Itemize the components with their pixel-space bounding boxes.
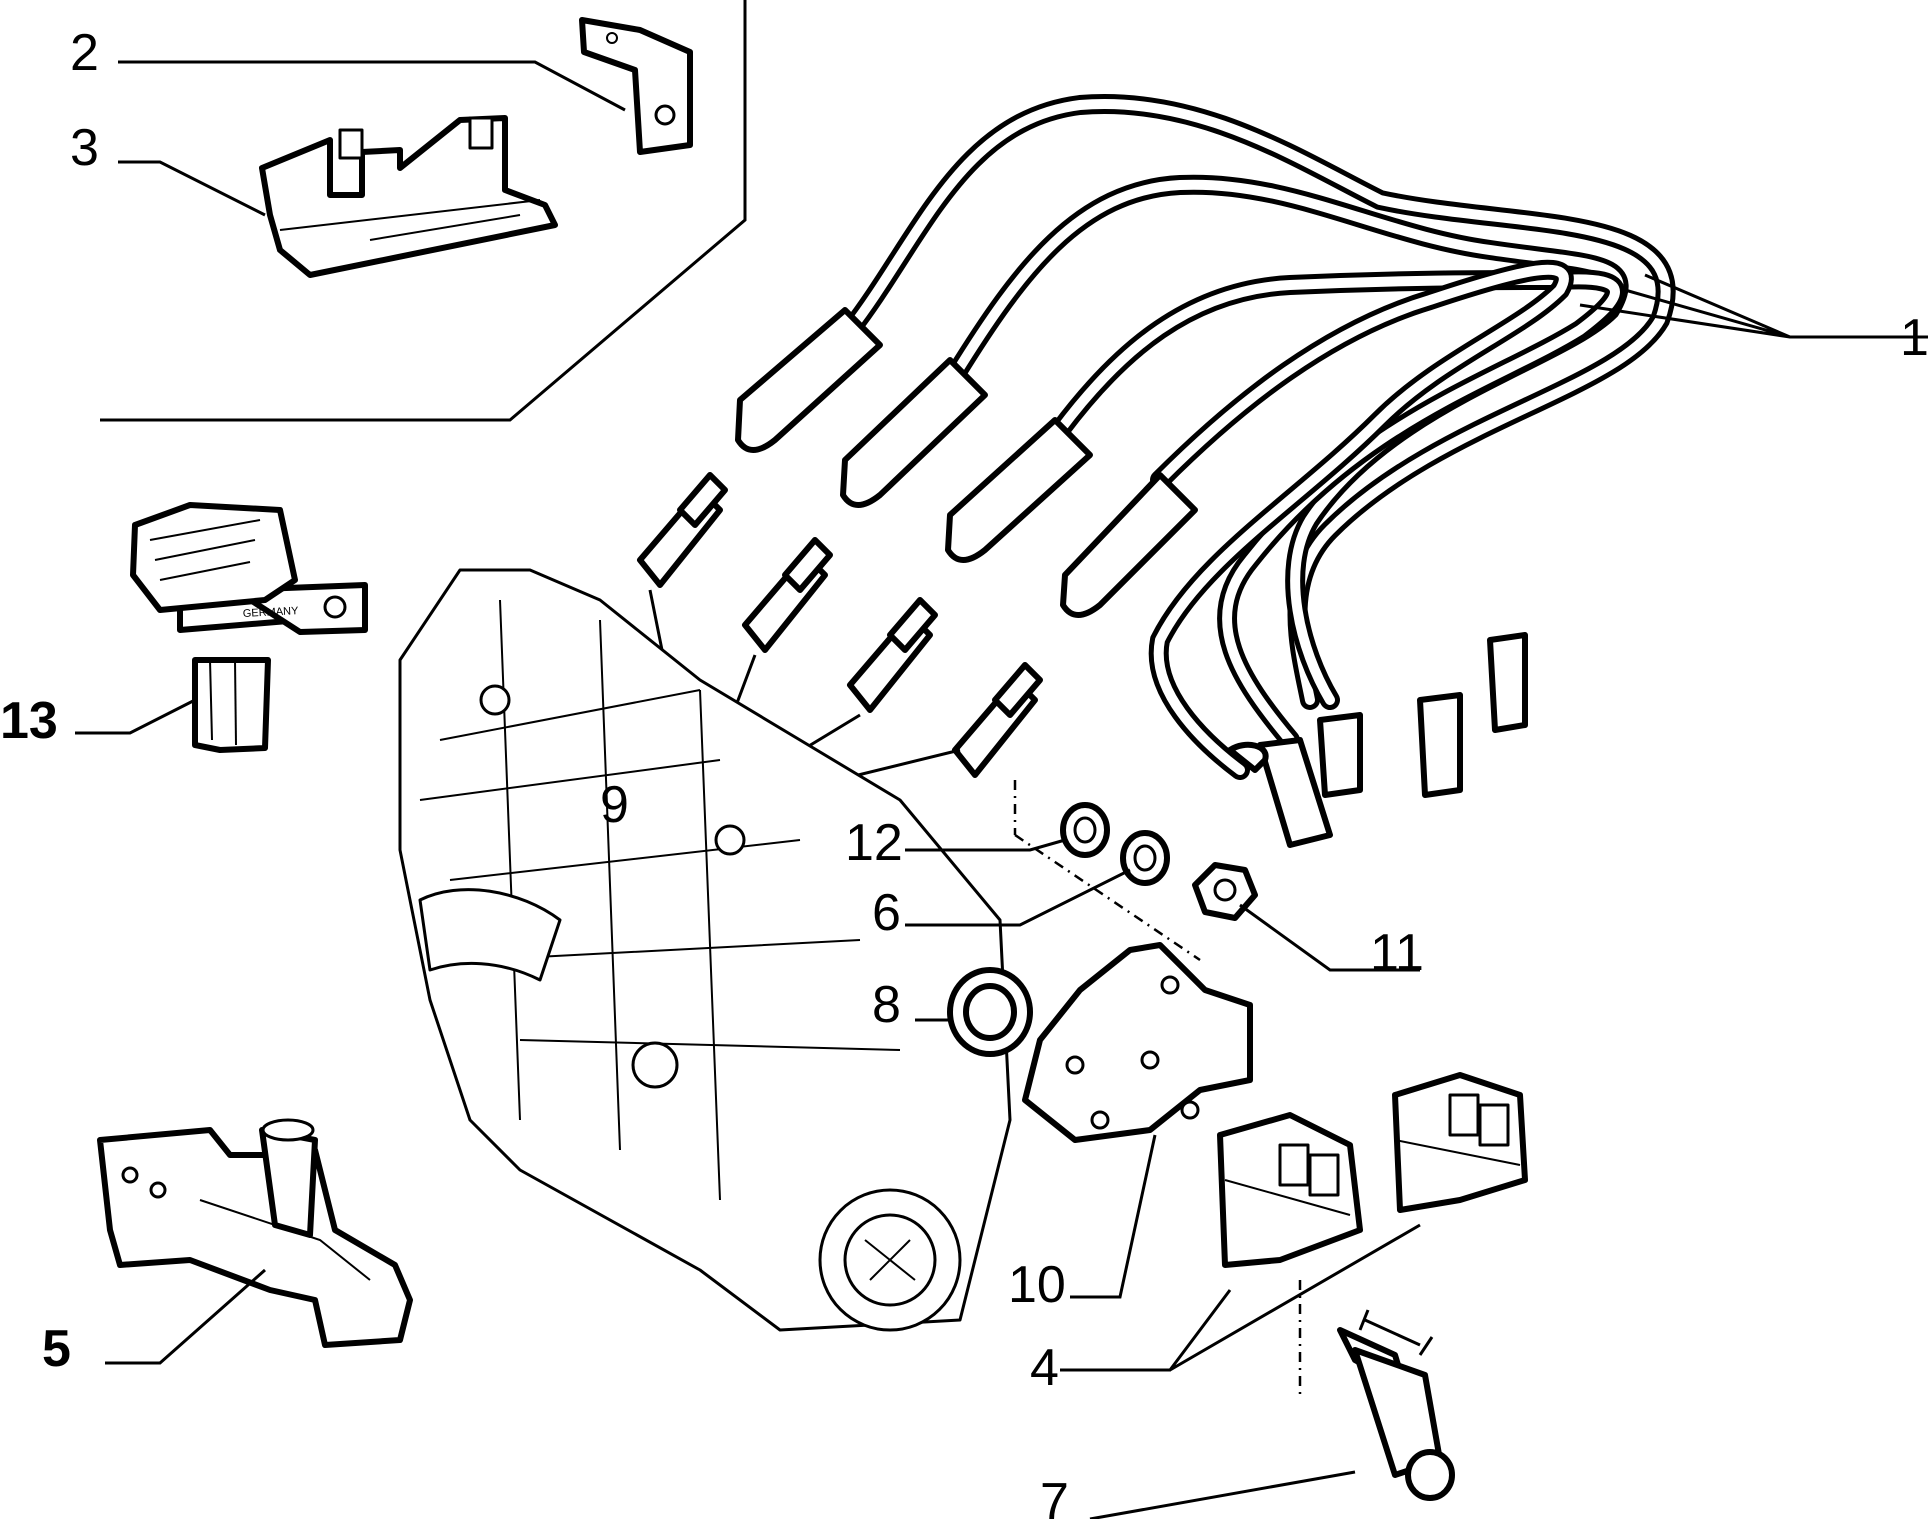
engine-block [398, 568, 1012, 1332]
callout-labels: 1 2 3 4 5 6 7 8 9 10 11 12 13 [0, 24, 1928, 1519]
cable-boots-coil-side [1227, 632, 1528, 848]
inset-frame [100, 0, 747, 422]
part-3-coil-bracket [259, 115, 558, 278]
spark-plug-1 [637, 472, 728, 588]
cable-3 [945, 269, 1625, 750]
label-8: 8 [872, 976, 901, 1034]
part-13-sensor: GERMANY [130, 502, 368, 753]
label-9: 9 [600, 776, 629, 834]
label-3: 3 [70, 119, 99, 177]
part-4-ignition-coil-2 [1392, 1072, 1528, 1213]
label-6: 6 [872, 884, 901, 942]
cable-1 [735, 94, 1676, 710]
label-13: 13 [0, 692, 58, 750]
label-11: 11 [1370, 924, 1424, 982]
label-1: 1 [1900, 309, 1928, 367]
label-7: 7 [1040, 1473, 1069, 1519]
part-4-ignition-coil-1 [1217, 1112, 1363, 1268]
assembly-axis [1013, 780, 1201, 962]
cable-2 [840, 174, 1629, 710]
leader-lines [75, 60, 1421, 1519]
part-12-seal [1060, 802, 1110, 858]
label-5: 5 [42, 1320, 71, 1378]
part-2-bracket [579, 17, 693, 155]
label-12: 12 [845, 814, 903, 872]
part-5-bracket [97, 1118, 413, 1365]
sensor-marking: GERMANY [243, 605, 300, 620]
part-11-nut [1192, 862, 1258, 921]
spark-plug-4 [952, 662, 1043, 778]
part-1-ignition-cables [735, 94, 1928, 848]
spark-plug-2 [742, 537, 833, 653]
part-8-o-ring [947, 967, 1033, 1057]
spark-plug-3 [847, 597, 938, 713]
label-4: 4 [1030, 1339, 1059, 1397]
label-2: 2 [70, 24, 99, 82]
label-10: 10 [1008, 1256, 1066, 1314]
cable-4 [1060, 259, 1574, 780]
part-7-bolt [1298, 1280, 1455, 1501]
part-6-washer [1120, 830, 1170, 886]
part-10-cover [1022, 942, 1253, 1143]
part-9-spark-plugs [637, 472, 1043, 817]
